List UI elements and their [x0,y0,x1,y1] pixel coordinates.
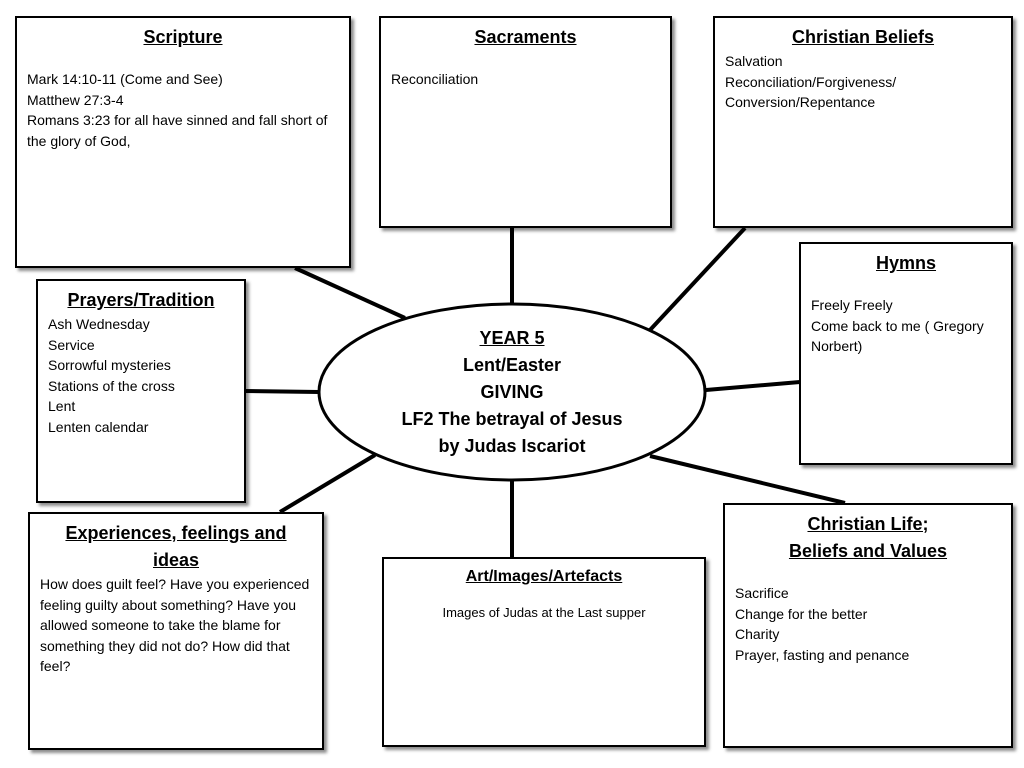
prayers-line: Lent [48,398,76,414]
art-line: Images of Judas at the Last supper [442,605,646,620]
prayers-tradition-title: Prayers/Tradition [67,290,215,310]
center-title: YEAR 5 [479,328,545,348]
center-topic: YEAR 5 Lent/Easter GIVING LF2 The betray… [322,325,702,460]
christian-beliefs-title: Christian Beliefs [791,27,935,47]
experiences-box: Experiences, feelings and ideas How does… [28,512,324,750]
prayers-line: Sorrowful mysteries [48,357,171,373]
scripture-line: Romans 3:23 for all have sinned and fall… [27,112,328,149]
hymns-line: Come back to me ( Gregory Norbert) [811,317,984,355]
christian-life-subtitle: Beliefs and Values [788,541,948,561]
life-line: Charity [735,626,780,642]
connector-prayers [244,389,320,394]
sacraments-title: Sacraments [474,27,577,47]
life-line: Sacrifice [735,585,789,601]
christian-beliefs-box: Christian Beliefs Salvation Reconciliati… [713,16,1013,228]
art-images-artefacts-box: Art/Images/Artefacts Images of Judas at … [382,557,706,747]
sacraments-box: Sacraments Reconciliation [379,16,672,228]
center-ellipse [317,302,707,482]
prayers-line: Stations of the cross [48,377,175,394]
christian-life-box: Christian Life; Beliefs and Values Sacri… [723,503,1013,748]
prayers-line: Lenten calendar [48,418,149,435]
connector-beliefs [648,226,747,332]
life-line: Change for the better [735,605,868,622]
hymns-title: Hymns [875,253,937,273]
scripture-box: Scripture Mark 14:10-11 (Come and See) M… [15,16,351,268]
art-title: Art/Images/Artefacts [465,568,623,585]
christian-life-title: Christian Life; [807,514,929,534]
sacraments-line: Reconciliation [391,71,479,87]
prayers-tradition-box: Prayers/Tradition Ash Wednesday Service … [36,279,246,503]
connector-experiences [278,453,377,514]
experiences-title: Experiences, feelings and ideas [65,523,287,570]
life-line: Prayer, fasting and penance [735,646,910,663]
connector-hymns [705,380,801,392]
beliefs-line: Reconciliation/Forgiveness/ [725,73,897,90]
center-line: LF2 The betrayal of Jesus [401,409,623,429]
hymns-line: Freely Freely [811,297,893,313]
center-line: by Judas Iscariot [438,436,586,456]
experiences-text: How does guilt feel? Have you experience… [40,576,310,674]
connector-life [649,454,846,505]
scripture-line: Matthew 27:3-4 [27,91,124,108]
prayers-line: Service [48,336,95,353]
center-line: Lent/Easter [462,355,562,375]
connector-scripture [294,266,406,320]
hymns-box: Hymns Freely Freely Come back to me ( Gr… [799,242,1013,465]
beliefs-line: Conversion/Repentance [725,94,876,110]
prayers-line: Ash Wednesday [48,316,150,332]
scripture-title: Scripture [143,27,223,47]
scripture-line: Mark 14:10-11 (Come and See) [27,71,223,87]
beliefs-line: Salvation [725,53,783,69]
center-line: GIVING [480,382,544,402]
